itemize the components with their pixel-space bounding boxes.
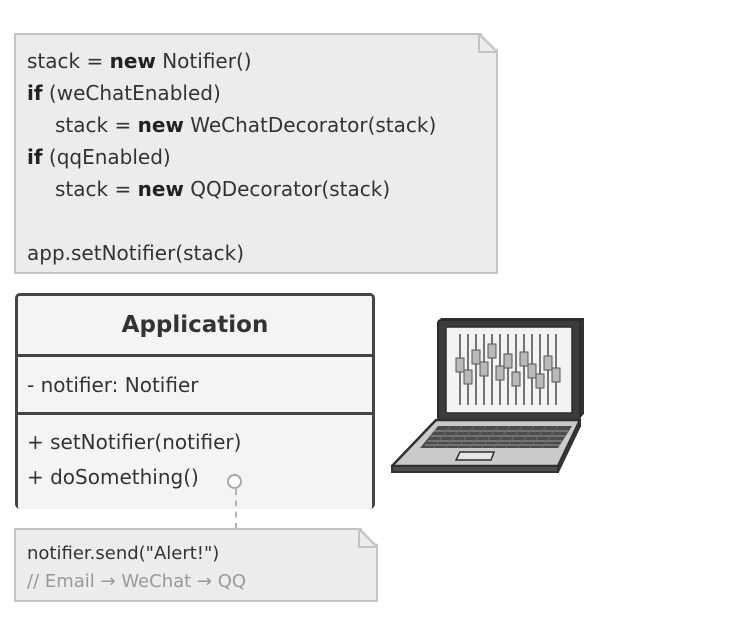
code-blank-line xyxy=(27,205,496,237)
note-connector-line xyxy=(235,489,237,529)
uml-class-name: Application xyxy=(18,296,372,357)
note-anchor-circle xyxy=(227,474,242,489)
uml-method-dosomething: + doSomething() xyxy=(27,465,199,489)
uml-fields: - notifier: Notifier xyxy=(18,357,372,415)
code-line-2: if (weChatEnabled) xyxy=(27,81,221,105)
code-note: stack = new Notifier() if (weChatEnabled… xyxy=(14,33,498,274)
send-note-code: notifier.send("Alert!") xyxy=(27,543,220,564)
code-line-4: if (qqEnabled) xyxy=(27,145,171,169)
send-note: notifier.send("Alert!") // Email → WeCha… xyxy=(14,528,378,602)
code-line-5: stack = new QQDecorator(stack) xyxy=(55,177,391,201)
code-line-6: app.setNotifier(stack) xyxy=(27,241,244,265)
send-note-comment: // Email → WeChat → QQ xyxy=(27,571,247,592)
code-line-1: stack = new Notifier() xyxy=(27,49,252,73)
uml-method-setnotifier: + setNotifier(notifier) xyxy=(27,430,242,454)
laptop-icon xyxy=(390,318,584,473)
uml-class-application: Application - notifier: Notifier + setNo… xyxy=(15,293,375,509)
code-line-3: stack = new WeChatDecorator(stack) xyxy=(55,113,437,137)
uml-methods: + setNotifier(notifier) + doSomething() xyxy=(18,415,372,509)
uml-field-notifier: - notifier: Notifier xyxy=(27,372,199,397)
